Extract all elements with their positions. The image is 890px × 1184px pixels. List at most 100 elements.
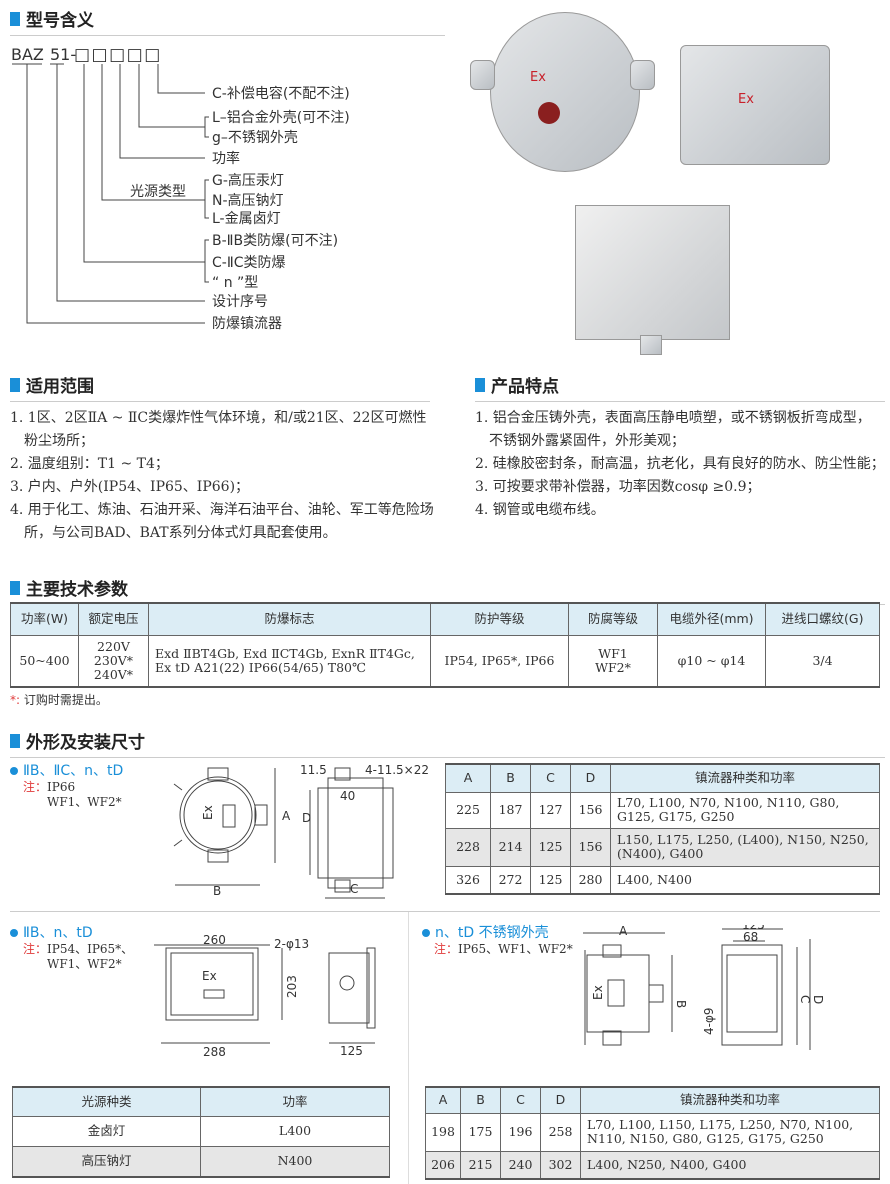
col-header: 防腐等级 xyxy=(568,602,658,636)
cell: 196 xyxy=(500,1112,541,1152)
voltage-value: 230V* xyxy=(93,652,134,668)
dim-label: 125 xyxy=(742,925,765,932)
dim-label: 11.5 xyxy=(300,763,327,777)
cell: 240 xyxy=(500,1150,541,1180)
cell: L400, N250, N400, G400 xyxy=(580,1150,880,1180)
heading-text: 主要技术参数 xyxy=(26,580,128,600)
dim1-title-text: ⅡB、ⅡC、n、tD xyxy=(23,763,124,779)
cell: 280 xyxy=(570,865,611,895)
section-heading-dims: 外形及安装尺寸 xyxy=(10,728,885,758)
dim-label: 68 xyxy=(743,930,758,944)
wf-value: WF2* xyxy=(595,659,631,675)
cell: 326 xyxy=(445,865,491,895)
cell-cable: φ10 ~ φ14 xyxy=(657,634,766,688)
dim-label: 260 xyxy=(203,933,226,947)
ex-mark: Ex xyxy=(530,70,546,85)
col-header: C xyxy=(500,1086,541,1114)
col-header: D xyxy=(570,763,611,793)
ex-line: Exd ⅡBT4Gb, Exd ⅡCT4Gb, ExnR ⅡT4Gc, xyxy=(155,645,415,661)
feature-item: 2. 硅橡胶密封条，耐高温，抗老化，具有良好的防水、防尘性能； xyxy=(475,456,885,472)
feature-item: 4. 钢管或电缆布线。 xyxy=(475,502,605,518)
dim1-title: ⅡB、ⅡC、n、tD xyxy=(10,760,123,780)
dim3-note: 注：IP65、WF1、WF2* xyxy=(434,942,573,957)
note-label: 注： xyxy=(434,942,459,956)
col-header: 防护等级 xyxy=(430,602,569,636)
dim2-title: ⅡB、n、tD xyxy=(10,922,93,942)
heading-marker xyxy=(10,580,20,595)
cell: 156 xyxy=(570,791,611,829)
dim-label: 288 xyxy=(203,1045,226,1059)
heading-text: 型号含义 xyxy=(26,11,94,31)
dim-label: Ex xyxy=(201,805,215,820)
col-header: 额定电压 xyxy=(78,602,149,636)
col-header: A xyxy=(445,763,491,793)
col-header: 镇流器种类和功率 xyxy=(580,1086,880,1114)
cell: 272 xyxy=(490,865,531,895)
dim-label: A xyxy=(282,809,291,823)
model-label: N-高压钠灯 xyxy=(212,192,284,209)
model-label: 功率 xyxy=(212,150,240,167)
footnote-text: 订购时需提出。 xyxy=(23,693,108,707)
heading-text: 产品特点 xyxy=(491,377,559,397)
cell: 金卤灯 xyxy=(12,1115,201,1147)
cell: 127 xyxy=(530,791,571,829)
ex-line: Ex tD A21(22) IP66(54/65) T80℃ xyxy=(155,659,366,675)
model-label: L-金属卤灯 xyxy=(212,211,281,227)
dim-label: 4-φ9 xyxy=(702,1007,716,1035)
dim3-title-suffix: 不锈钢外壳 xyxy=(478,925,549,941)
cell: 228 xyxy=(445,827,491,867)
model-label: 防爆镇流器 xyxy=(212,316,282,332)
dim3-drawing: A Ex B 125 68 4-φ9 C D xyxy=(583,925,825,1050)
scope-item: 2. 温度组别：T1 ~ T4； xyxy=(10,456,169,472)
cell-ex-marking: Exd ⅡBT4Gb, Exd ⅡCT4Gb, ExnR ⅡT4Gc,Ex tD… xyxy=(148,634,431,688)
col-header: D xyxy=(540,1086,581,1114)
dim-label: 203 xyxy=(285,975,299,998)
model-label: L–铝合金外壳(可不注) xyxy=(212,109,350,126)
col-header: C xyxy=(530,763,571,793)
dim-label: D xyxy=(302,811,311,825)
col-header: B xyxy=(490,763,531,793)
cell: 156 xyxy=(570,827,611,867)
col-header: 防爆标志 xyxy=(148,602,431,636)
cell: 206 xyxy=(425,1150,461,1180)
cell: L70, L100, L150, L175, L250, N70, N100, … xyxy=(580,1112,880,1152)
voltage-value: 220V xyxy=(97,638,130,654)
cell: 214 xyxy=(490,827,531,867)
note-label: 注： xyxy=(23,780,48,794)
cell: 258 xyxy=(540,1112,581,1152)
dim2-note: 注：IP54、IP65*、WF1、WF2* xyxy=(23,942,133,972)
dim1-drawing: Ex B A D C 11.5 4-11.5×22 40 xyxy=(173,763,429,899)
dim-label: Ex xyxy=(202,969,217,983)
divider xyxy=(408,912,409,1184)
bullet-icon xyxy=(10,767,18,775)
col-header: 光源种类 xyxy=(12,1086,201,1117)
dim-label: 40 xyxy=(340,789,355,803)
dim-label: D xyxy=(811,995,825,1004)
model-code-diagram: BAZ 51- □□□□□ C-补偿电容(不配不注) L–铝合金外壳(可不注) … xyxy=(11,45,350,332)
cell: 225 xyxy=(445,791,491,829)
cell: 高压钠灯 xyxy=(12,1145,201,1178)
scope-item: 4. 用于化工、炼油、石油开采、海洋石油平台、油轮、军工等危险场所，与公司BAD… xyxy=(10,502,434,541)
feature-item: 1. 铝合金压铸外壳，表面高压静电喷塑，或不锈钢板折弯成型， 不锈钢外露紧固件，… xyxy=(475,410,871,449)
features-list: 1. 铝合金压铸外壳，表面高压静电喷塑，或不锈钢板折弯成型， 不锈钢外露紧固件，… xyxy=(475,407,887,522)
cell: L400 xyxy=(200,1115,390,1147)
cell: N400 xyxy=(200,1145,390,1178)
scope-item: 3. 户内、户外(IP54、IP65、IP66)； xyxy=(10,479,250,495)
dim-label: 4-11.5×22 xyxy=(365,763,429,777)
section-heading-model: 型号含义 xyxy=(10,6,445,36)
cell: L150, L175, L250, (L400), N150, N250, (N… xyxy=(610,827,880,867)
cell: 302 xyxy=(540,1150,581,1180)
scope-item: 1. 1区、2区ⅡA ~ ⅡC类爆炸性气体环境，和/或21区、22区可燃性粉尘场… xyxy=(10,410,427,449)
cell: 125 xyxy=(530,827,571,867)
dim-label: Ex xyxy=(591,985,605,1000)
col-header: 功率(W) xyxy=(10,602,79,636)
